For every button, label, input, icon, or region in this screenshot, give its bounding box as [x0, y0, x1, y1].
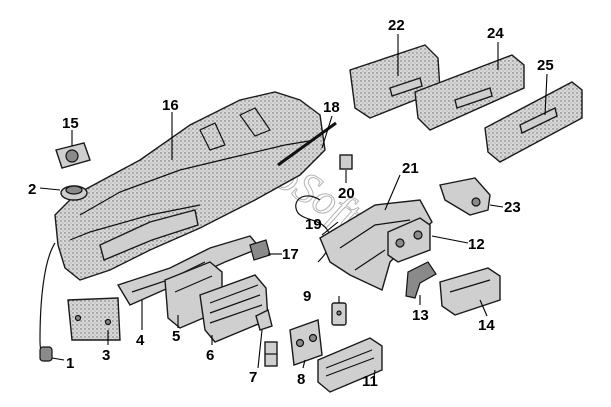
callout-19: 19: [305, 216, 322, 233]
part-20-clip: [339, 154, 353, 170]
part-16-dashboard-body: [54, 91, 326, 281]
callout-13: 13: [412, 307, 429, 324]
callout-18: 18: [323, 99, 340, 116]
part-8-switch-panel: [289, 319, 323, 366]
part-7-switch: [255, 308, 278, 367]
part-12-controller: [387, 217, 431, 263]
callout-17: 17: [282, 246, 299, 263]
callout-23: 23: [504, 199, 521, 216]
part-15-knob-cap: [55, 142, 91, 169]
callout-5: 5: [172, 328, 180, 345]
callout-4: 4: [136, 332, 145, 349]
callout-9: 9: [303, 288, 311, 305]
part-14-ashtray: [439, 267, 501, 316]
part-18-rod: [277, 121, 337, 167]
callout-20: 20: [338, 185, 355, 202]
callout-1: 1: [66, 355, 74, 372]
part-1-cable: [39, 242, 56, 362]
part-25-glovebox-outer: [484, 81, 583, 163]
callout-15: 15: [62, 115, 79, 132]
callout-12: 12: [468, 236, 485, 253]
part-24-glovebox-inner: [414, 54, 525, 131]
part-23-handle: [439, 177, 491, 216]
callout-8: 8: [297, 371, 305, 388]
part-3-bracket: [67, 297, 121, 341]
callout-2: 2: [28, 181, 36, 198]
part-2-round-knob: [60, 185, 88, 201]
callout-11: 11: [362, 373, 378, 390]
callout-21: 21: [402, 160, 419, 177]
part-9-button: [331, 302, 347, 326]
part-13-lever: [405, 261, 437, 299]
leader-lines: [39, 34, 548, 379]
part-11-faceplate: [317, 337, 383, 393]
callout-24: 24: [487, 25, 504, 42]
callout-6: 6: [206, 347, 214, 364]
callout-22: 22: [388, 17, 405, 34]
callout-labels: 1 2 3 4 5 6 7 8 9 11 12 13 14 15 16 17 1…: [28, 17, 554, 390]
part-17-switch: [249, 239, 271, 261]
callout-16: 16: [162, 97, 179, 114]
callout-7: 7: [249, 369, 257, 386]
callout-25: 25: [537, 57, 554, 74]
callout-3: 3: [102, 347, 110, 364]
callout-14: 14: [478, 317, 495, 334]
